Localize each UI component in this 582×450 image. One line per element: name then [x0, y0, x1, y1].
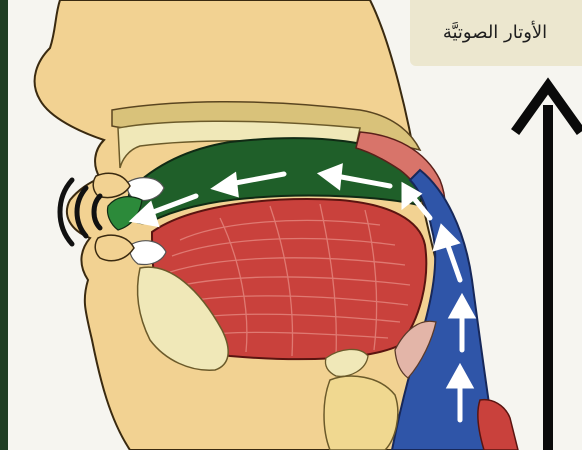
vocal-cords-label: الأوتار الصوتيَّة: [412, 22, 578, 43]
frame-left-border: [0, 0, 8, 450]
larynx: [324, 376, 398, 450]
